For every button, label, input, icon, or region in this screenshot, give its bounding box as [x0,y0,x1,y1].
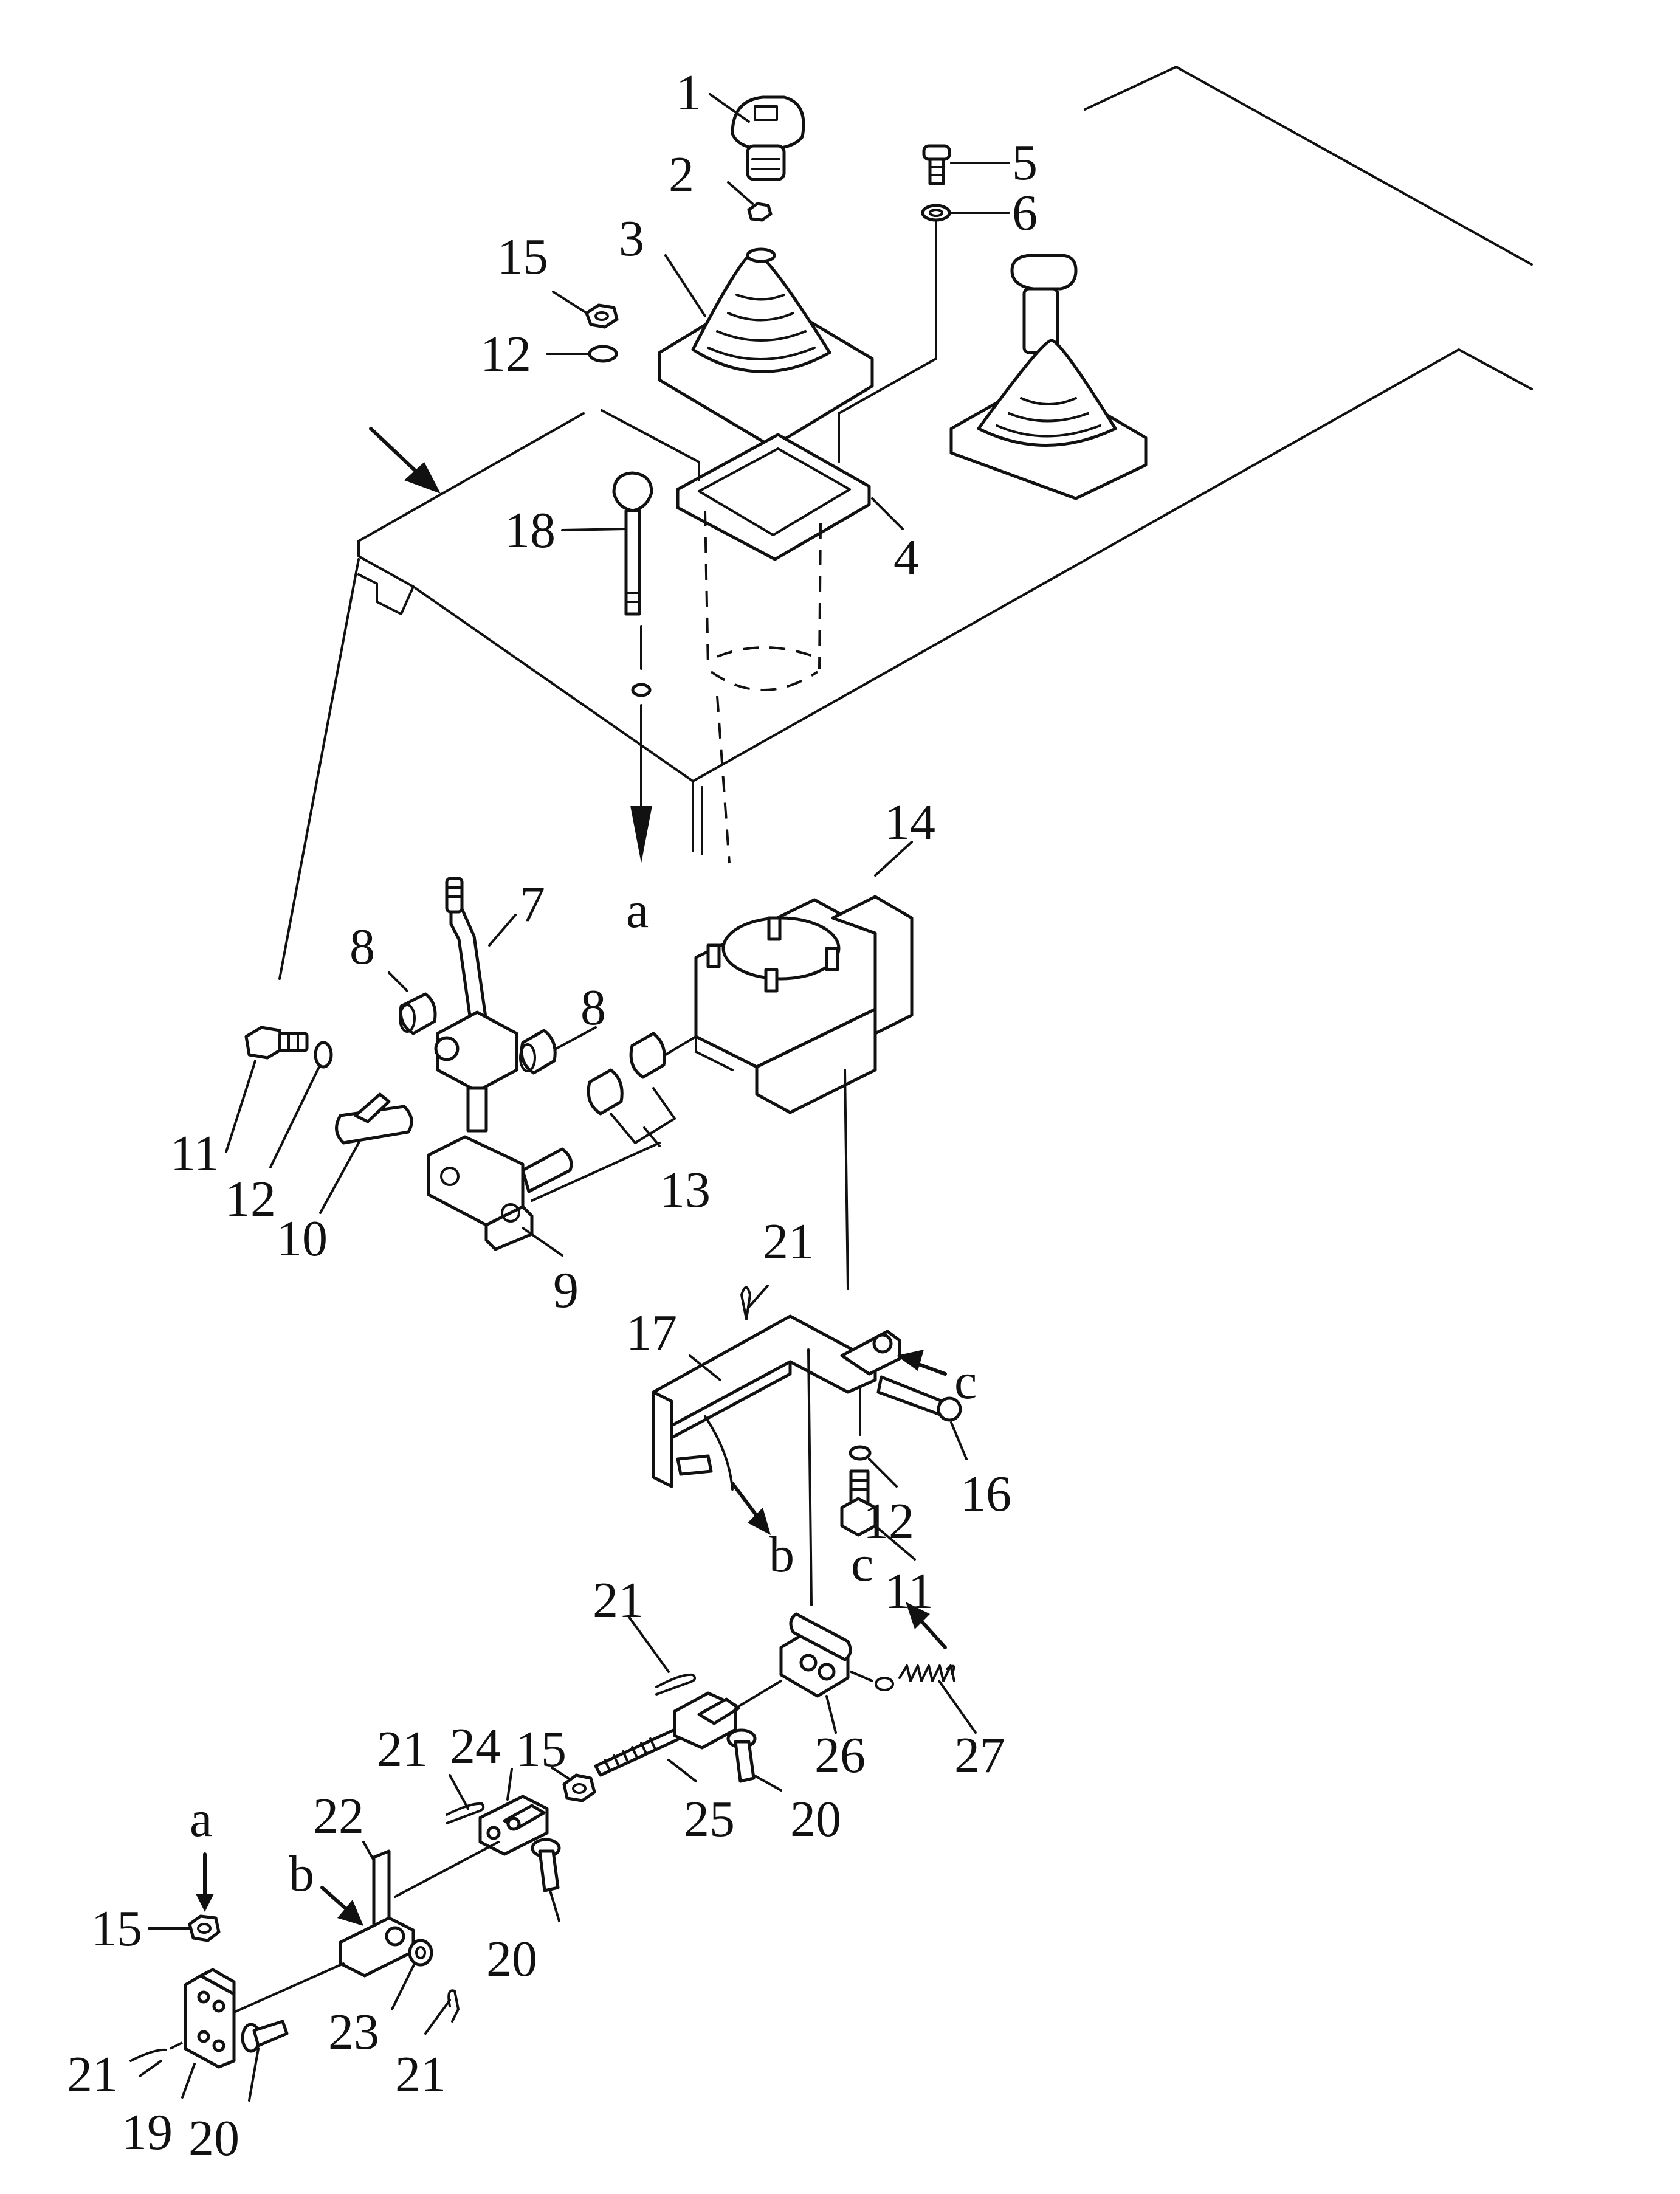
bracket-14 [694,895,914,1114]
connector-b-lower: b [289,1846,314,1902]
label-part-14: 14 [884,794,935,850]
arrow-b-mid [731,1482,771,1535]
label-part-24: 24 [450,1718,501,1775]
connector-c-top: c [954,1353,977,1410]
label-part-6: 6 [1012,185,1038,241]
label-part-18: 18 [504,502,556,559]
bolt-11-left [244,1026,309,1060]
label-part-4: 4 [893,530,919,586]
bolt-20-mid [726,1728,757,1783]
label-part-21-lower: 21 [377,1721,428,1778]
label-part-16: 16 [960,1466,1011,1522]
knob-1 [731,95,805,181]
label-part-20-mid: 20 [790,1791,841,1847]
label-part-21-bottom-left: 21 [67,2046,118,2103]
label-part-25: 25 [684,1791,735,1847]
arrow-b-lower [320,1886,363,1926]
label-part-10: 10 [277,1210,328,1267]
plate-4 [676,433,871,669]
nut-15-mid [562,1773,596,1802]
leader-lines [139,93,1010,2102]
label-part-11-left: 11 [170,1125,219,1182]
connector-c-mid: c [851,1536,873,1592]
nut-15-bottom [188,1914,221,1942]
screw-5 [922,144,951,185]
second-lever-assembly [949,254,1148,500]
console-outline [278,66,1533,980]
arrow-a-bottom [196,1852,214,1912]
label-part-8-right: 8 [580,979,606,1036]
bolt-11-mid [840,1469,877,1537]
label-part-12-left: 12 [225,1171,276,1227]
nut-15-top [585,303,619,329]
label-part-21-top: 21 [763,1213,814,1270]
label-part-11-mid: 11 [884,1563,934,1620]
label-part-20-bottom: 20 [188,2110,239,2167]
label-part-7: 7 [520,876,545,933]
direction-arrow [369,427,441,494]
connector-a-bottom: a [190,1791,212,1847]
spring-27 [850,1664,955,1691]
boot-3 [658,247,874,449]
washer-23 [408,1939,433,1967]
label-part-20-lower: 20 [486,1931,537,1987]
label-part-23: 23 [328,2004,379,2060]
cotter-pin-21-lower [446,1802,485,1824]
bolt-16 [876,1375,962,1422]
cotter-pin-21-mid [655,1673,697,1696]
label-part-9: 9 [553,1262,579,1319]
connector-a-top: a [626,882,649,939]
clevis-24 [478,1795,549,1856]
label-part-17: 17 [626,1305,677,1361]
label-part-21-mid: 21 [593,1572,644,1629]
label-part-15-mid: 15 [515,1721,566,1778]
label-part-26: 26 [814,1727,866,1784]
clevis-19 [184,1968,236,2069]
lever-7 [434,877,518,1133]
part-labels: 1 2 3 4 5 6 7 8 8 9 10 11 11 12 12 12 13… [67,64,1038,2167]
pin-10 [335,1092,413,1145]
label-part-21-bottom-right: 21 [395,2046,446,2103]
label-part-2: 2 [669,147,694,203]
cotter-pin-21-top [740,1286,751,1320]
label-part-27: 27 [954,1727,1005,1784]
bolt-20-lower [531,1838,561,1892]
label-part-1: 1 [676,64,701,121]
label-part-8-left: 8 [349,919,375,975]
label-part-5: 5 [1012,134,1038,191]
rod-25 [594,1691,740,1777]
arrow-c-mid [906,1602,947,1649]
label-part-12-top: 12 [480,326,531,382]
label-part-13: 13 [659,1162,711,1218]
connector-b-mid: b [769,1526,794,1583]
label-part-19: 19 [122,2104,173,2161]
cotter-pin-21-bottom-right [447,1989,460,2023]
nut-2 [747,202,773,222]
label-part-3: 3 [619,210,644,267]
washer-12-top [588,345,618,363]
pin-18 [612,471,653,697]
washer-12-left [314,1041,333,1069]
label-part-12-mid: 12 [863,1493,914,1550]
label-part-15-bottom: 15 [91,1900,142,1957]
washer-6 [921,204,951,222]
arrow-c-top [897,1350,947,1376]
connector-labels: a a b b c c [190,882,977,1902]
yoke-9 [427,1135,573,1251]
bolt-20-bottom [241,2020,289,2053]
label-part-22: 22 [313,1788,364,1844]
bushing-13 [587,1032,697,1144]
bracket-17 [652,1314,901,1491]
cotter-pin-21-bottom-left [129,2041,183,2062]
linkage-26 [779,1612,852,1698]
washer-12-mid [849,1445,872,1461]
console-opening [710,646,819,864]
label-part-15-top: 15 [497,229,548,285]
bushing-8-left [399,992,437,1035]
bushing-8-right [519,1029,557,1075]
